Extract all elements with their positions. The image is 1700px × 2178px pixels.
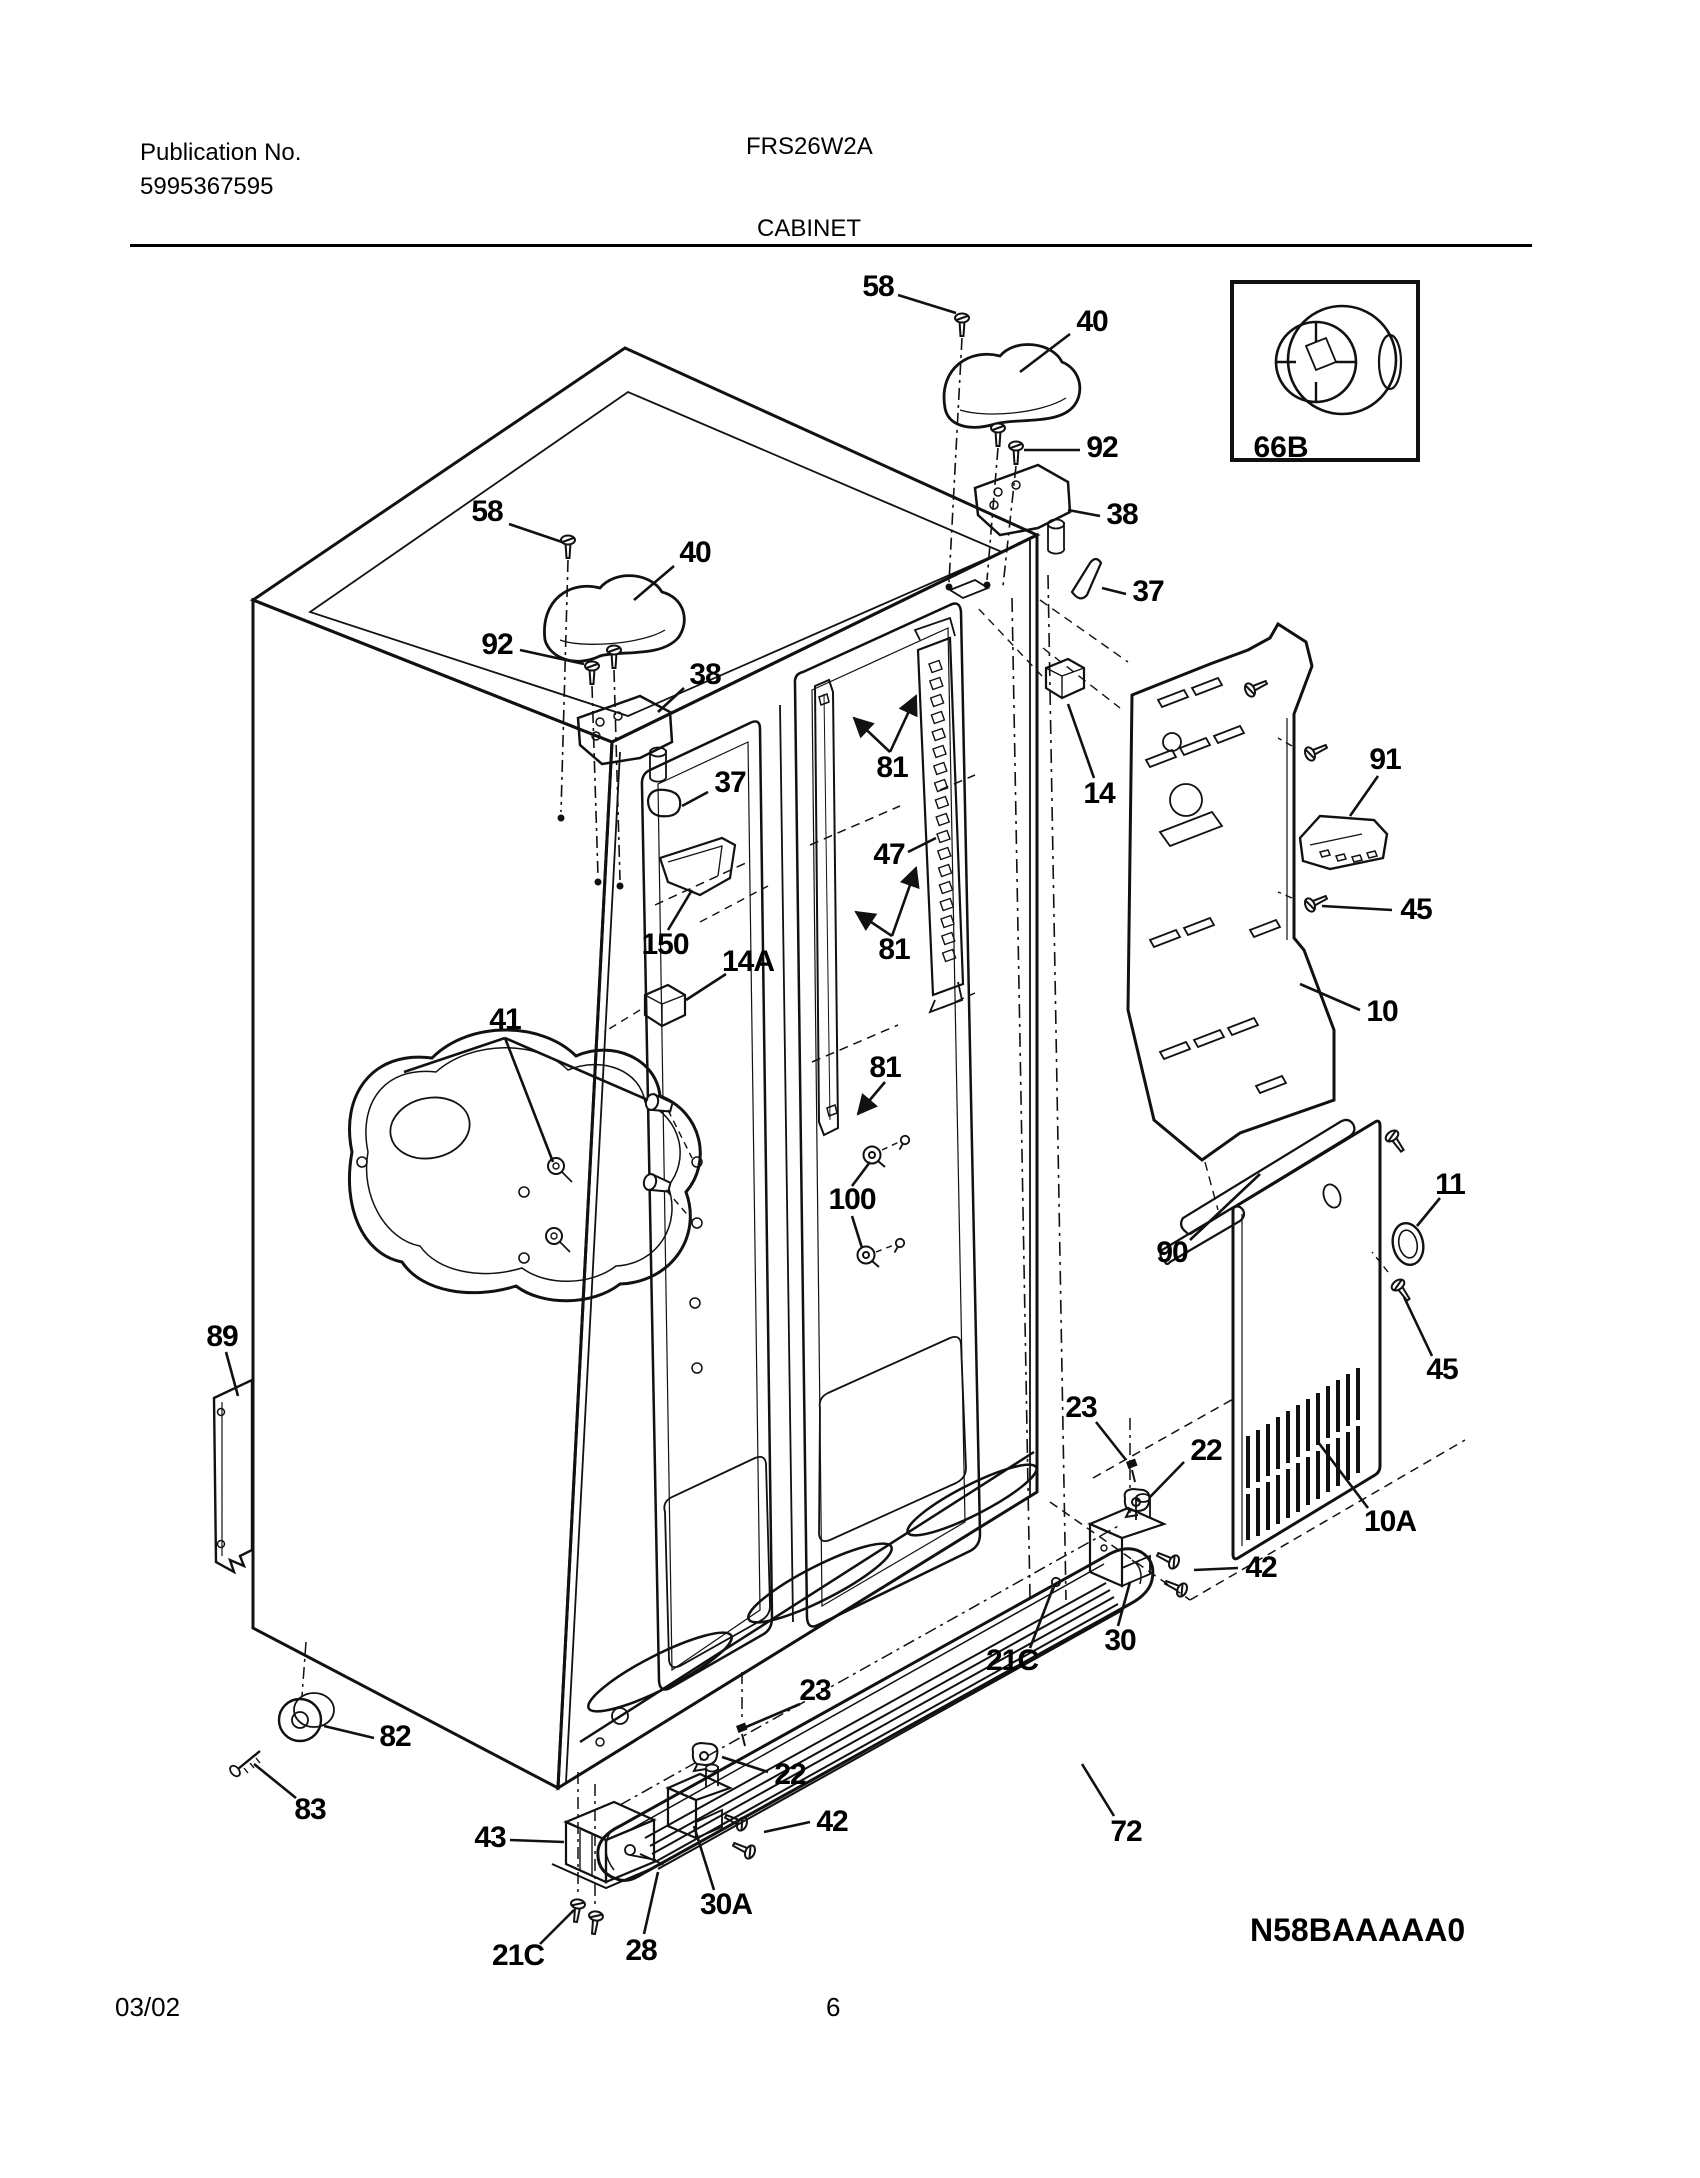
callout-14a: 14A bbox=[721, 945, 775, 978]
hinge-cover-40-right bbox=[942, 343, 1082, 429]
callout-47: 47 bbox=[873, 838, 905, 871]
callout-38-right: 38 bbox=[1106, 498, 1138, 531]
callout-89: 89 bbox=[206, 1320, 238, 1353]
callout-81-upper: 81 bbox=[876, 751, 908, 784]
ground-plate-89 bbox=[212, 1378, 254, 1575]
callout-38-left: 38 bbox=[689, 658, 721, 691]
air-duct-panel-10 bbox=[1039, 599, 1336, 1162]
hinge-plate-38-right bbox=[973, 463, 1072, 555]
callout-43: 43 bbox=[474, 1821, 506, 1854]
footer-date: 03/02 bbox=[115, 1992, 181, 2022]
callout-23-left: 23 bbox=[799, 1674, 831, 1707]
bottom-hinge-left bbox=[665, 1672, 759, 1862]
cabinet-outline bbox=[249, 346, 1067, 1791]
toe-grille-72 bbox=[596, 1524, 1155, 1882]
hinge-cover-40-left bbox=[543, 574, 686, 663]
callout-37-left: 37 bbox=[714, 766, 746, 799]
callout-83: 83 bbox=[294, 1793, 326, 1826]
callout-30a: 30A bbox=[699, 1888, 753, 1921]
roller-82 bbox=[277, 1641, 335, 1743]
callout-90: 90 bbox=[1156, 1236, 1188, 1269]
hole-plug-37-left bbox=[646, 788, 682, 818]
callout-66b: 66B bbox=[1253, 431, 1309, 464]
clip-150 bbox=[658, 836, 737, 897]
callout-45-upper: 45 bbox=[1400, 893, 1432, 926]
leader-lines bbox=[224, 293, 1442, 1945]
callout-41: 41 bbox=[489, 1003, 521, 1036]
publication-label: Publication No. bbox=[140, 139, 302, 166]
callout-42-right: 42 bbox=[1245, 1551, 1277, 1584]
callout-22-left: 22 bbox=[774, 1758, 806, 1791]
diagram-code: N58BAAAAA0 bbox=[1250, 1912, 1466, 1948]
shelf-pins-100 bbox=[856, 1133, 912, 1268]
callout-81-lower: 81 bbox=[869, 1051, 901, 1084]
inset-66b bbox=[1230, 280, 1420, 462]
callout-30: 30 bbox=[1104, 1624, 1136, 1657]
spacer-14a bbox=[603, 885, 769, 1033]
callout-11: 11 bbox=[1435, 1168, 1466, 1201]
hinge-screws-left bbox=[557, 534, 624, 890]
callout-58-right: 58 bbox=[862, 270, 894, 303]
callout-40-right: 40 bbox=[1076, 305, 1108, 338]
screw-83 bbox=[229, 1750, 261, 1778]
access-panel-10a bbox=[1231, 1119, 1425, 1561]
callout-100: 100 bbox=[828, 1183, 876, 1216]
callout-21c-left: 21C bbox=[491, 1939, 545, 1972]
callout-22-right: 22 bbox=[1190, 1434, 1222, 1467]
callout-91: 91 bbox=[1369, 743, 1401, 776]
callout-92-right: 92 bbox=[1086, 431, 1118, 464]
hinge-plate-38-left bbox=[576, 694, 674, 783]
hinge-screws-right bbox=[945, 312, 1024, 591]
grille-clip-91 bbox=[1298, 814, 1389, 871]
callout-28: 28 bbox=[625, 1934, 657, 1967]
callout-72: 72 bbox=[1110, 1815, 1142, 1848]
leg-bracket-43 bbox=[551, 1772, 665, 1936]
callout-58-left: 58 bbox=[471, 495, 503, 528]
callout-37-right: 37 bbox=[1132, 575, 1164, 608]
breaker-strip-90 bbox=[1159, 1118, 1356, 1266]
model-number: FRS26W2A bbox=[746, 133, 873, 160]
callout-21c-right: 21C bbox=[985, 1644, 1039, 1677]
callout-23-right: 23 bbox=[1065, 1391, 1097, 1424]
shelf-rail-81 bbox=[813, 678, 840, 1137]
callout-92-left: 92 bbox=[481, 628, 513, 661]
callout-10a: 10A bbox=[1363, 1505, 1417, 1538]
hole-plug-37-right bbox=[1070, 557, 1103, 600]
callout-150: 150 bbox=[641, 928, 689, 961]
callout-40-left: 40 bbox=[679, 536, 711, 569]
callout-45-lower: 45 bbox=[1426, 1353, 1458, 1386]
shield-41 bbox=[347, 1028, 702, 1303]
callout-10: 10 bbox=[1366, 995, 1398, 1028]
header-rule bbox=[130, 244, 1532, 247]
bottom-hinge-right bbox=[1047, 1397, 1466, 1601]
callout-82: 82 bbox=[379, 1720, 411, 1753]
callout-14: 14 bbox=[1083, 777, 1115, 810]
callout-42-left: 42 bbox=[816, 1805, 848, 1838]
shelf-track-47 bbox=[913, 616, 965, 1014]
publication-number: 5995367595 bbox=[140, 173, 274, 200]
section-title: CABINET bbox=[757, 215, 862, 242]
footer-page-number: 6 bbox=[826, 1992, 841, 2022]
callout-81-middle: 81 bbox=[878, 933, 910, 966]
